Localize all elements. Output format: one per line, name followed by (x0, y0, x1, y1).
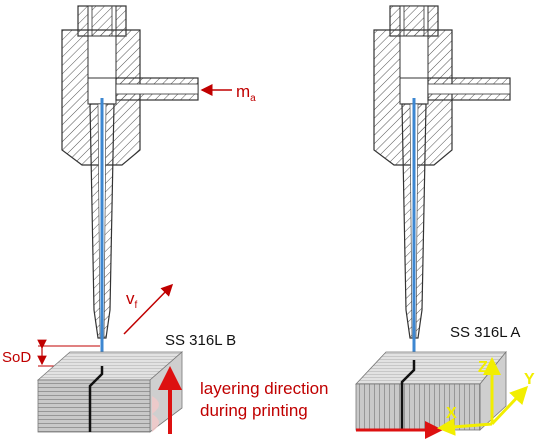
axis-y-label: Y (524, 371, 535, 388)
layering-label-line2: during printing (200, 401, 308, 420)
nozzle-right (373, 5, 511, 339)
ma-label: ma (236, 82, 256, 104)
axis-x-line (437, 417, 493, 436)
vf-label: vf (126, 289, 138, 311)
printed-block-b (36, 351, 184, 433)
axis-x-label: X (446, 405, 457, 422)
printed-block-a (355, 350, 507, 431)
specimen-a-label: SS 316L A (450, 324, 520, 341)
axis-z-label: Z (478, 359, 488, 376)
specimen-b-label: SS 316L B (165, 332, 236, 349)
axis-y-line (490, 385, 529, 426)
layering-label-line1: layering direction (200, 379, 329, 398)
vf-arrow (123, 283, 174, 335)
sod-label: SoD (2, 349, 31, 366)
axis-triad (437, 357, 529, 436)
